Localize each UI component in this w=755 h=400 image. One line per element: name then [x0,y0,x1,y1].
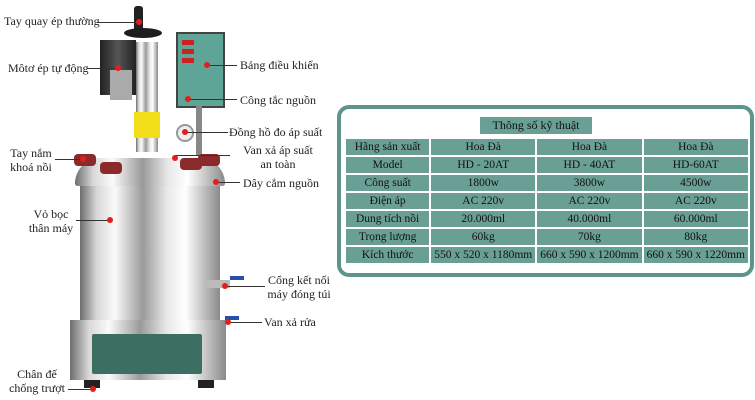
lid-knob [100,162,122,174]
label-line: Cổng kết nối [268,273,330,287]
foot [84,380,100,388]
table-cell: 1800w [431,175,536,191]
label-control-panel: Bảng điều khiển [240,58,319,72]
table-cell: AC 220v [431,193,536,209]
motor-housing [110,70,132,100]
label-base: Chân đế chống trượt [6,367,68,395]
foot [198,380,214,388]
row-header: Model [346,157,430,173]
display [182,40,194,45]
table-cell: 60.000ml [643,211,748,227]
row-header: Trọng lượng [346,229,430,245]
row-header: Hãng sản xuất [346,139,430,155]
valve-handle [230,276,244,280]
table-cell: AC 220v [537,193,642,209]
table-cell: 40.000ml [537,211,642,227]
label-line: Van xả áp suất [243,143,313,157]
table-cell: 3800w [537,175,642,191]
display [182,49,194,54]
label-line: chống trượt [9,381,65,395]
row-header: Điện áp [346,193,430,209]
label-bag-port: Cổng kết nối máy đóng túi [265,273,333,301]
label-pressure-gauge: Đồng hồ đo áp suất [229,125,323,139]
label-line: thân máy [28,221,74,235]
table-cell: 20.000ml [431,211,536,227]
label-line: khoá nồi [10,160,52,174]
lid-knob [180,158,202,170]
table-cell: 550 x 520 x 1180mm [431,247,536,263]
label-line: máy đóng túi [267,287,331,301]
table-cell: 660 x 590 x 1200mm [537,247,642,263]
label-line: an toàn [260,157,296,171]
control-pole [196,106,202,156]
label-line: Chân đế [17,367,57,381]
row-header: Công suất [346,175,430,191]
label-power-switch: Công tắc nguồn [240,93,316,107]
crank-wheel [124,28,162,38]
table-cell: Hoa Đà [643,139,748,155]
lid-knob [198,154,220,166]
table-cell: Hoa Đà [431,139,536,155]
label-line: Tay nắm [10,146,52,160]
table-cell: HD - 40AT [537,157,642,173]
display [182,58,194,63]
label-safety-valve: Van xả áp suất an toàn [233,143,323,171]
row-header: Dung tích nồi [346,211,430,227]
label-body-shell: Vỏ bọc thân máy [26,207,76,235]
outlet-pipe [205,280,230,288]
table-cell: 80kg [643,229,748,245]
spec-title: Thông số kỹ thuật [480,117,592,134]
brand-plate [92,334,202,374]
valve-handle [225,316,239,320]
table-cell: Hoa Đà [537,139,642,155]
pot-body [80,186,220,320]
table-cell: AC 220v [643,193,748,209]
table-cell: 70kg [537,229,642,245]
table-cell: HD-60AT [643,157,748,173]
label-motor: Môtơ ép tự động [8,61,89,75]
row-header: Kích thước [346,247,430,263]
table-cell: 60kg [431,229,536,245]
label-power-cord: Dây cắm nguồn [243,176,319,190]
label-drain-valve: Van xả rửa [264,315,316,329]
label-line: Vỏ bọc [33,207,69,221]
label-hand-crank: Tay quay ép thường [4,14,100,28]
table-cell: 4500w [643,175,748,191]
table-cell: HD - 20AT [431,157,536,173]
label-lid-handle: Tay nắm khoá nồi [8,146,54,174]
warning-label [134,112,160,138]
table-cell: 660 x 590 x 1220mm [643,247,748,263]
